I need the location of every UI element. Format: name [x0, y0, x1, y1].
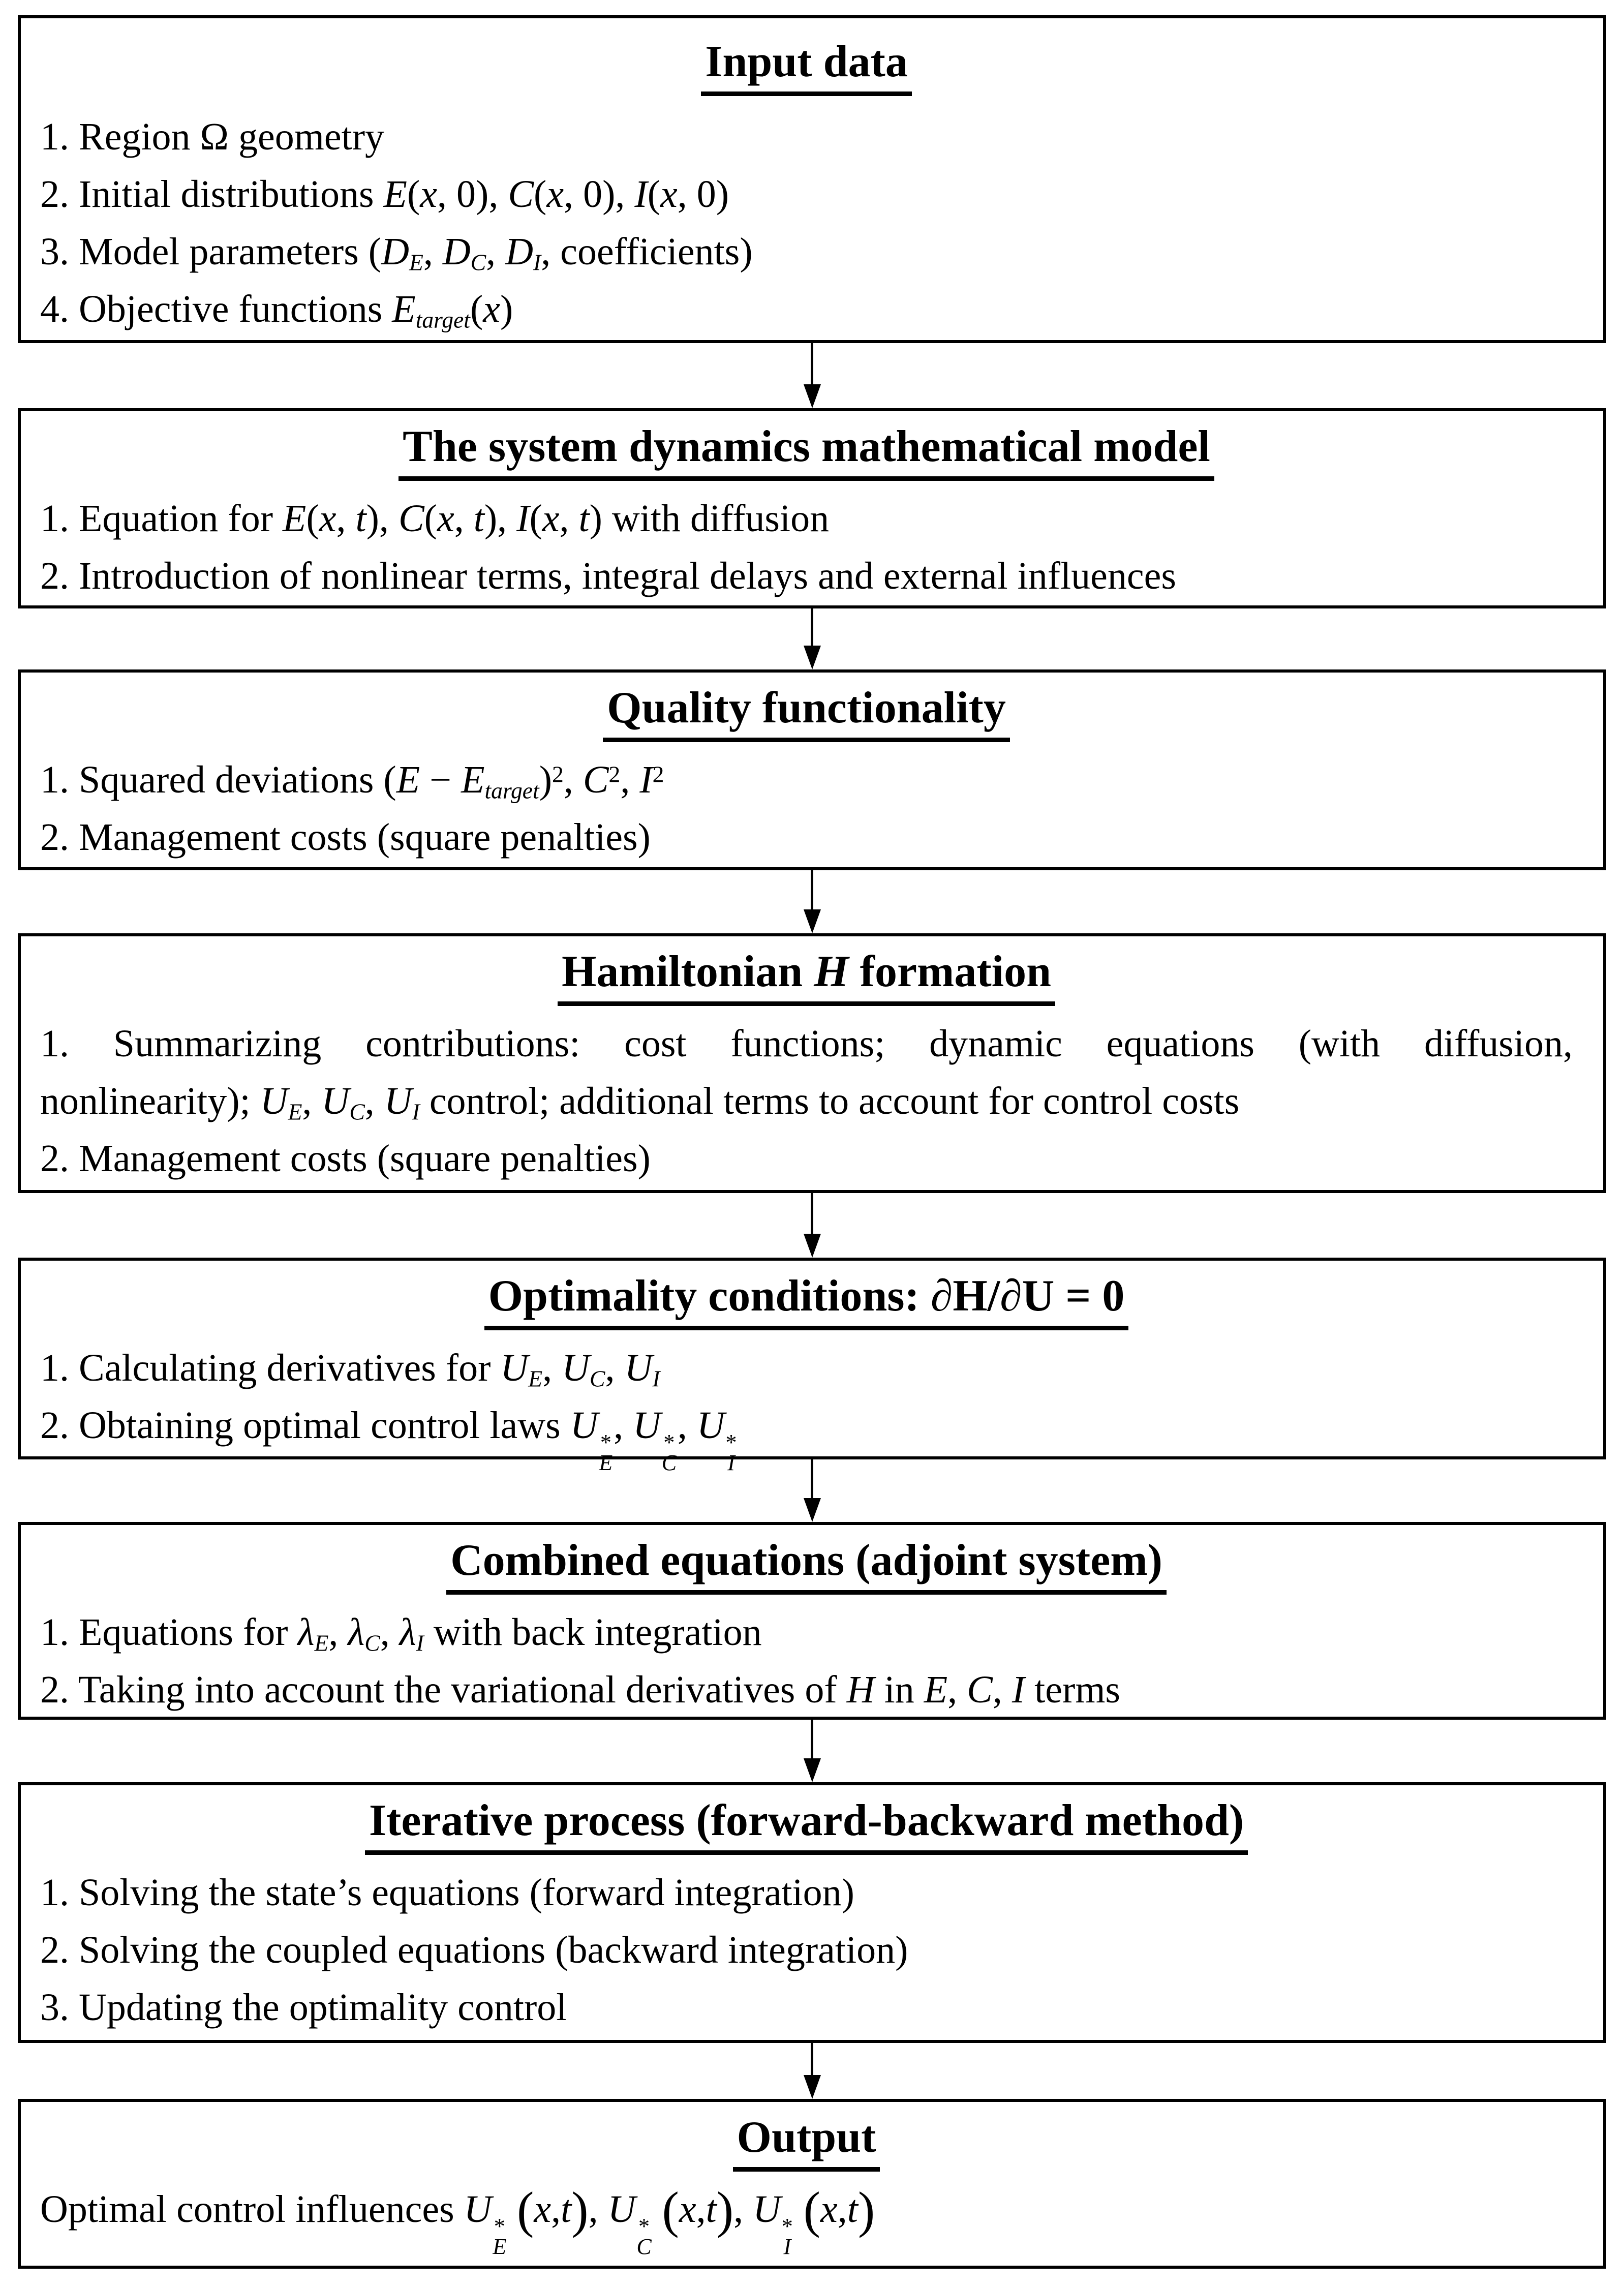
list-item: 2. Solving the coupled equations (backwa… [40, 1929, 908, 1971]
box-title: Combined equations (adjoint system) [446, 1534, 1167, 1595]
flow-box-output: Output Optimal control influences U*E (x… [18, 2099, 1606, 2269]
box-title: Iterative process (forward-backward meth… [364, 1794, 1248, 1855]
arrowhead-down-icon [803, 1498, 821, 1522]
arrow-shaft [811, 2043, 813, 2075]
flow-box-iterative-process: Iterative process (forward-backward meth… [18, 1782, 1606, 2043]
flow-arrow [802, 608, 822, 669]
list-item: 1. Calculating derivatives for UE, UC, U… [40, 1347, 660, 1392]
list-item: 2. Introduction of nonlinear terms, inte… [40, 555, 1176, 597]
flow-box-optimality-conditions: Optimality conditions: ∂H/∂U = 0 1. Calc… [18, 1258, 1606, 1474]
flow-arrow [802, 870, 822, 933]
flow-box-quality-functionality: Quality functionality 1. Squared deviati… [18, 669, 1606, 870]
list-item: 1. Equation for E(x, t), C(x, t), I(x, t… [40, 497, 830, 540]
list-item: 4. Objective functions Etarget(x) [40, 288, 513, 333]
box-title: Output [732, 2111, 880, 2172]
box-title: Optimality conditions: ∂H/∂U = 0 [484, 1270, 1129, 1330]
flow-box-combined-equations: Combined equations (adjoint system) 1. E… [18, 1522, 1606, 1720]
list-item: 2. Taking into account the variational d… [40, 1668, 1121, 1711]
box-title: Hamiltonian H formation [557, 946, 1056, 1006]
flow-box-system-dynamics-model: The system dynamics mathematical model 1… [18, 408, 1606, 608]
arrow-shaft [811, 1720, 813, 1758]
flow-box-input-data: Input data 1. Region Ω geometry 2. Initi… [18, 15, 1606, 343]
list-item: 3. Model parameters (DE, DC, DI, coeffic… [40, 230, 753, 276]
list-item: 2. Obtaining optimal control laws U*E, U… [40, 1404, 737, 1475]
box-title-row: Quality functionality [40, 682, 1573, 742]
list-item: 1. Region Ω geometry [40, 115, 385, 158]
arrow-shaft [811, 608, 813, 646]
flow-arrow [802, 1193, 822, 1258]
box-title-row: Iterative process (forward-backward meth… [40, 1794, 1573, 1855]
list-item: 1. Summarizing contributions: cost funct… [40, 1022, 1573, 1065]
flow-box-hamiltonian-formation: Hamiltonian H formation 1. Summarizing c… [18, 933, 1606, 1193]
list-item: 2. Management costs (square penalties) [40, 1137, 651, 1180]
arrowhead-down-icon [803, 2075, 821, 2099]
arrow-shaft [811, 870, 813, 909]
box-title-row: Input data [40, 36, 1573, 96]
flow-arrow [802, 343, 822, 408]
list-item: 1. Solving the state’s equations (forwar… [40, 1871, 854, 1914]
box-title-row: Combined equations (adjoint system) [40, 1534, 1573, 1595]
box-title-row: Output [40, 2111, 1573, 2172]
list-item: nonlinearity); UE, UC, UI control; addit… [40, 1080, 1240, 1125]
list-item: Optimal control influences U*E (x,t), U*… [40, 2182, 875, 2259]
flowchart-stack: Input data 1. Region Ω geometry 2. Initi… [18, 15, 1606, 2269]
flow-arrow [802, 1459, 822, 1522]
box-title: Quality functionality [603, 682, 1010, 742]
list-item: 2. Management costs (square penalties) [40, 816, 651, 859]
list-item: 1. Equations for λE, λC, λI with back in… [40, 1611, 762, 1656]
arrow-shaft [811, 1459, 813, 1498]
list-item: 2. Initial distributions E(x, 0), C(x, 0… [40, 173, 729, 216]
list-item: 3. Updating the optimality control [40, 1986, 567, 2029]
box-title: Input data [701, 36, 912, 96]
arrowhead-down-icon [803, 1758, 821, 1782]
list-item: 1. Squared deviations (E − Etarget)2, C2… [40, 758, 664, 804]
arrowhead-down-icon [803, 1234, 821, 1258]
flow-arrow [802, 1720, 822, 1782]
arrow-shaft [811, 1193, 813, 1234]
arrowhead-down-icon [803, 384, 821, 408]
arrowhead-down-icon [803, 909, 821, 933]
arrowhead-down-icon [803, 646, 821, 669]
box-title-row: The system dynamics mathematical model [40, 420, 1573, 481]
flow-arrow [802, 2043, 822, 2099]
arrow-shaft [811, 343, 813, 384]
box-title: The system dynamics mathematical model [399, 420, 1214, 481]
box-title-row: Hamiltonian H formation [40, 946, 1573, 1006]
box-title-row: Optimality conditions: ∂H/∂U = 0 [40, 1270, 1573, 1330]
